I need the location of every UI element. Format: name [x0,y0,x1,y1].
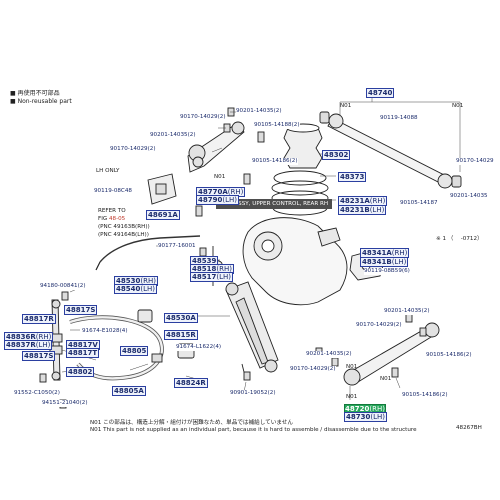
part-94180-00841[interactable]: 94180-00841(2) [40,283,86,290]
part-48815r[interactable]: 48815R [164,330,198,340]
date-code-note: ※ 1 （ -0712） [436,236,483,242]
n01-label: N01 [346,364,358,370]
n01-label: N01 [452,103,464,109]
part-90201-14035[interactable]: 90201-14035(2) [236,108,282,115]
part-94151-21040[interactable]: 94151-21040(2) [42,400,88,407]
part-48817s[interactable]: 48817S [64,305,98,315]
part-90105-14188[interactable]: 90105-14188(2) [254,122,300,129]
part-90119-08c48[interactable]: 90119-08C48 [94,188,132,195]
part-90119-14088[interactable]: 90119-14088 [380,115,418,122]
part-90119-08b59[interactable]: 90119-08B59(6) [364,268,410,275]
part-48730[interactable]: 48730(LH) [344,412,387,422]
part-48740[interactable]: 48740 [366,88,395,98]
part-48231b[interactable]: 48231B(LH) [338,205,387,215]
part-90170-14029[interactable]: 90170-14029 [456,158,494,165]
pnc-note-lh: (PNC 49164B(LH)) [98,232,149,238]
part-90177-16001[interactable]: 90177-16001 [158,243,196,250]
part-48824r[interactable]: 48824R [174,378,208,388]
part-90201-14035[interactable]: 90201-14035(2) [306,351,352,358]
part-90201-14035[interactable]: 90201-14035 [450,193,488,200]
n01-label: N01 [340,103,352,109]
part-91552-c1050[interactable]: 91552-C1050(2) [14,390,60,397]
part-48817t[interactable]: 48817T [66,348,100,358]
part-48817s[interactable]: 48817S [22,351,56,361]
part-90901-19052[interactable]: 90901-19052(2) [230,390,276,397]
part-48341b[interactable]: 48341B(LH) [360,257,409,267]
part-48302[interactable]: 48302 [322,150,351,160]
part-48540[interactable]: 48540(LH) [114,284,157,294]
part-90170-14029[interactable]: 90170-14029(2) [180,114,226,121]
part-90105-14186[interactable]: 90105-14186(2) [402,392,448,399]
part-90201-14035[interactable]: 90201-14035(2) [150,132,196,139]
part-90105-14186[interactable]: 90105-14186(2) [426,352,472,359]
n01-label: N01 [346,394,358,400]
refer-to-note: REFER TO [98,208,126,214]
part-90201-14035[interactable]: 90201-14035(2) [384,308,430,315]
part-91674-e1028[interactable]: 91674-E1028(4) [82,328,128,335]
diagram-id: 48267BH [456,425,482,431]
part-48817r[interactable]: 48817R [22,314,56,324]
part-90170-14029[interactable]: 90170-14029(2) [110,146,156,153]
pnc-note-rh: (PNC 49163B(RH)) [98,224,150,230]
part-90105-14187[interactable]: 90105-14187 [400,200,438,207]
part-48837r[interactable]: 48837R(LH) [4,340,53,350]
legend-non-reusable: ■ Non-reusable part [10,98,72,105]
part-90105-14186[interactable]: 90105-14186(2) [252,158,298,165]
part-91674-l1622[interactable]: 91674-L1622(4) [176,344,222,351]
part-48790[interactable]: 48790(LH) [196,195,239,205]
part-48517[interactable]: 48517(LH) [190,272,233,282]
part-48805[interactable]: 48805 [120,346,149,356]
fig-reference[interactable]: FIG 48-05 [98,216,126,222]
part-tooltip: ARM ASSY, UPPER CONTROL, REAR RH [216,199,333,209]
part-48802[interactable]: 48802 [66,367,95,377]
footnote-jp: N01 この部品は、構造上分解・組付けが困難なため、単品では補給していません [90,420,293,426]
part-90170-14029[interactable]: 90170-14029(2) [290,366,336,373]
n01-label: N01 [380,376,392,382]
part-48530a[interactable]: 48530A [164,313,198,323]
part-48373[interactable]: 48373 [338,172,367,182]
n01-label: N01 [214,174,226,180]
lh-only-note: LH ONLY [96,168,120,174]
legend: ■ 再使用不可部品 ■ Non-reusable part [10,90,72,106]
part-48805a[interactable]: 48805A [112,386,146,396]
part-90170-14029[interactable]: 90170-14029(2) [356,322,402,329]
legend-reusable: ■ 再使用不可部品 [10,90,60,97]
stabilizer-bar-reference [99,235,201,263]
footnote-en: N01 This part is not supplied as an indi… [90,427,417,433]
part-48691a[interactable]: 48691A [146,210,180,220]
